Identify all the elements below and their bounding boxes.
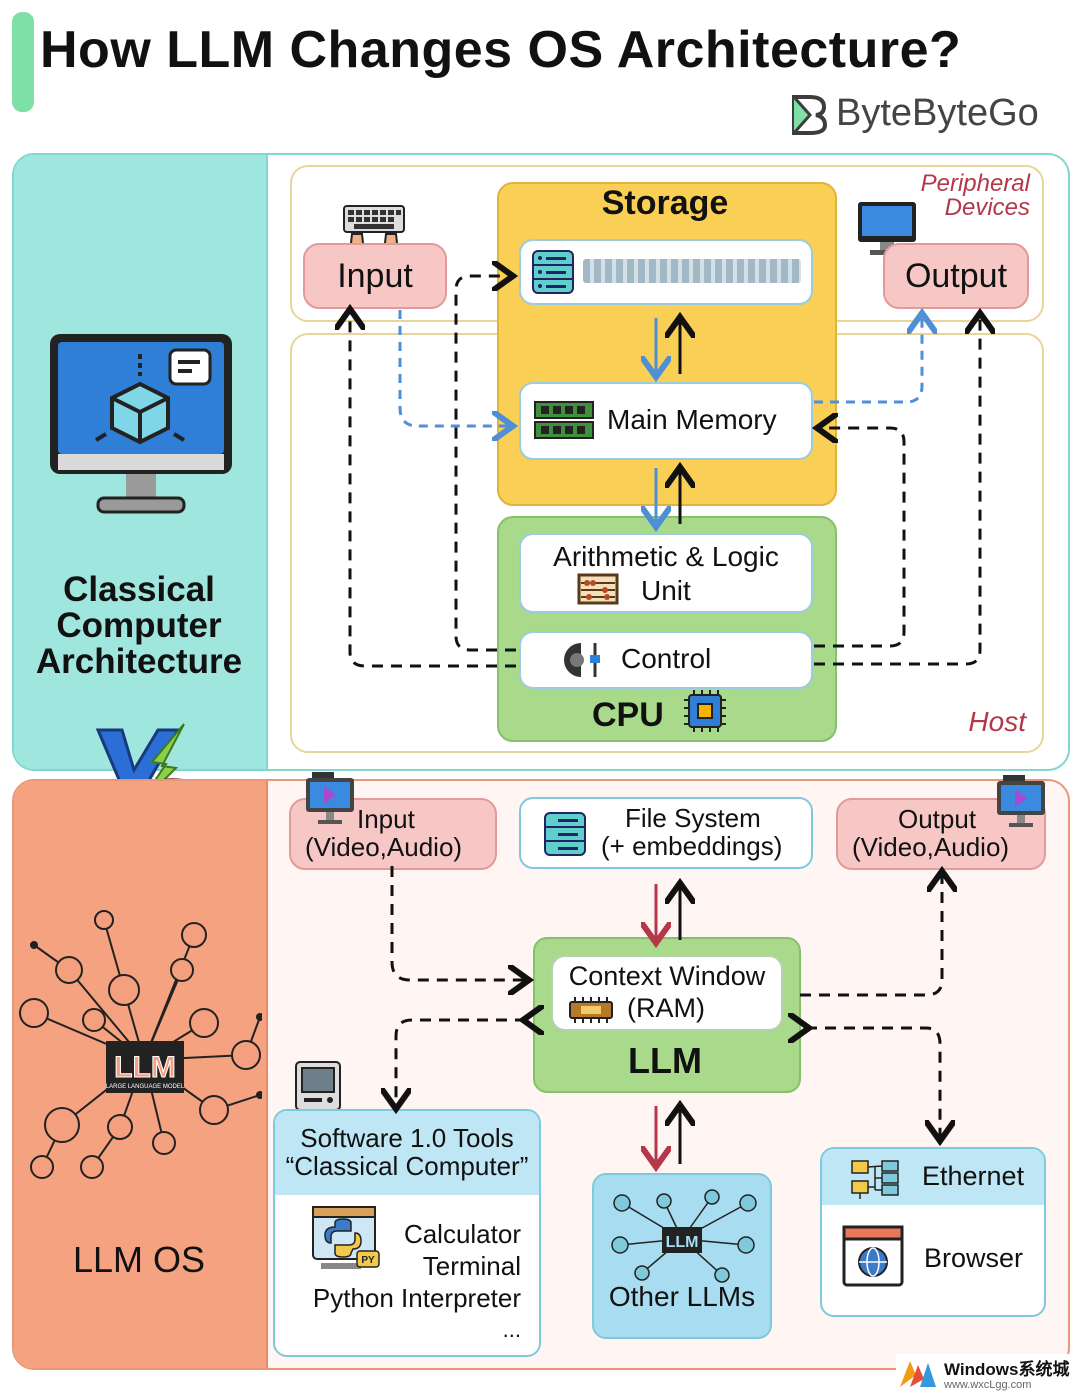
llm-input-line: (Video,Audio) bbox=[305, 832, 463, 862]
classical-label-line: Architecture bbox=[35, 642, 243, 681]
classical-section-label: Classical Computer Architecture bbox=[20, 572, 258, 680]
software-tools-line: “Classical Computer” bbox=[285, 1151, 529, 1181]
control-to-storage-line bbox=[454, 276, 516, 652]
control-to-input-line bbox=[350, 312, 516, 668]
tool-item: Calculator bbox=[403, 1219, 521, 1249]
disk-storage-card bbox=[519, 239, 813, 305]
context-window-line: Context Window bbox=[568, 961, 766, 991]
file-system-card: File System (+ embeddings) bbox=[519, 797, 813, 869]
browser-icon bbox=[842, 1225, 904, 1287]
arrow-llm-tools bbox=[396, 1020, 526, 1106]
alu-label-line: Unit bbox=[641, 575, 691, 606]
llm-network-icon: LLM LARGE LANGUAGE MODEL bbox=[19, 910, 262, 1179]
llm-output-line: Output bbox=[898, 804, 977, 834]
bytebytego-logo-icon bbox=[792, 94, 828, 135]
llm-input-line: Input bbox=[357, 804, 415, 834]
llm-output-line: (Video,Audio) bbox=[852, 832, 1010, 862]
other-llms-card: LLM Other LLMs bbox=[592, 1173, 772, 1339]
main-memory-label: Main Memory bbox=[607, 404, 777, 435]
page-title: How LLM Changes OS Architecture? bbox=[40, 21, 962, 79]
input-label: Input bbox=[337, 256, 413, 295]
control-label: Control bbox=[621, 643, 712, 674]
tool-item: Python Interpreter bbox=[312, 1283, 521, 1313]
watermark: Windows系统城 www.wxcLgg.com bbox=[896, 1354, 1080, 1397]
abacus-icon bbox=[577, 573, 619, 605]
tool-item: ... bbox=[502, 1317, 521, 1342]
other-llms-label: Other LLMs bbox=[608, 1281, 756, 1312]
network-card: Ethernet Browser bbox=[820, 1147, 1046, 1317]
arrow-input-to-memory bbox=[398, 310, 510, 426]
video-input-icon bbox=[306, 772, 354, 824]
arrow-memory-to-output bbox=[814, 316, 922, 404]
context-window-line: (RAM) bbox=[627, 993, 705, 1023]
ethernet-icon bbox=[851, 1160, 899, 1199]
software-tools-card: Software 1.0 Tools “Classical Computer” … bbox=[273, 1109, 541, 1357]
python-interpreter-icon: PY bbox=[312, 1206, 380, 1269]
arrow-input-to-llm bbox=[390, 866, 526, 980]
peripheral-label-line: Peripheral bbox=[920, 170, 1030, 197]
database-icon bbox=[532, 250, 574, 294]
control-card: Control bbox=[519, 631, 813, 689]
svg-text:PY: PY bbox=[361, 1255, 375, 1266]
software-tools-line: Software 1.0 Tools bbox=[300, 1123, 514, 1153]
cpu-label: CPU bbox=[592, 696, 664, 734]
classical-label-line: Computer bbox=[56, 606, 222, 645]
windows-logo-icon bbox=[900, 1360, 936, 1387]
database-icon bbox=[544, 812, 586, 856]
brand-name: ByteByteGo bbox=[836, 92, 1039, 134]
llm-os-section-label: LLM OS bbox=[72, 1239, 206, 1280]
llm-small-hub-label: LLM bbox=[666, 1234, 699, 1251]
ethernet-header: Ethernet bbox=[822, 1149, 1044, 1205]
computer-monitor-icon bbox=[50, 334, 232, 514]
control-to-memory-line bbox=[814, 428, 906, 648]
browser-label: Browser bbox=[924, 1243, 1024, 1273]
peripheral-label-line: Devices bbox=[944, 194, 1030, 221]
software-tools-header: Software 1.0 Tools “Classical Computer” bbox=[275, 1111, 539, 1195]
blurred-storage-label bbox=[583, 259, 801, 283]
peripheral-devices-label: Peripheral Devices bbox=[880, 172, 1030, 220]
brand-logo: ByteByteGo bbox=[790, 92, 1039, 135]
host-label: Host bbox=[968, 706, 1026, 737]
context-window-card: Context Window (RAM) bbox=[551, 955, 783, 1031]
llm-core-label: LLM bbox=[628, 1040, 702, 1081]
tool-item: Terminal bbox=[422, 1251, 521, 1281]
input-peripheral: Input bbox=[303, 243, 447, 309]
arrow-llm-network bbox=[806, 1028, 940, 1138]
ethernet-label: Ethernet bbox=[922, 1161, 1025, 1191]
watermark-title: Windows系统城 bbox=[944, 1359, 1070, 1379]
alu-card: Arithmetic & Logic Unit bbox=[519, 533, 813, 613]
output-peripheral: Output bbox=[883, 243, 1029, 309]
alu-label-line: Arithmetic & Logic bbox=[553, 541, 779, 572]
control-dial-icon bbox=[564, 643, 600, 677]
llm-network-small-icon: LLM bbox=[611, 1189, 757, 1283]
ram-chip-icon bbox=[569, 997, 613, 1023]
file-system-line: File System bbox=[625, 803, 761, 833]
file-system-line: (+ embeddings) bbox=[601, 831, 783, 861]
title-accent-bar bbox=[12, 12, 34, 112]
video-output-icon bbox=[997, 775, 1045, 827]
ram-stick-icon bbox=[534, 401, 594, 439]
arrow-llm-to-output bbox=[800, 874, 942, 997]
vintage-computer-icon bbox=[294, 1061, 342, 1115]
cpu-chip-icon bbox=[684, 690, 726, 732]
output-label: Output bbox=[904, 256, 1008, 295]
llm-hub-sublabel: LARGE LANGUAGE MODEL bbox=[106, 1084, 185, 1090]
llm-hub-label: LLM bbox=[114, 1051, 176, 1084]
control-to-output-line bbox=[814, 316, 980, 666]
watermark-url: www.wxcLgg.com bbox=[944, 1378, 1032, 1391]
storage-title: Storage bbox=[601, 184, 729, 222]
classical-label-line: Classical bbox=[63, 570, 215, 609]
